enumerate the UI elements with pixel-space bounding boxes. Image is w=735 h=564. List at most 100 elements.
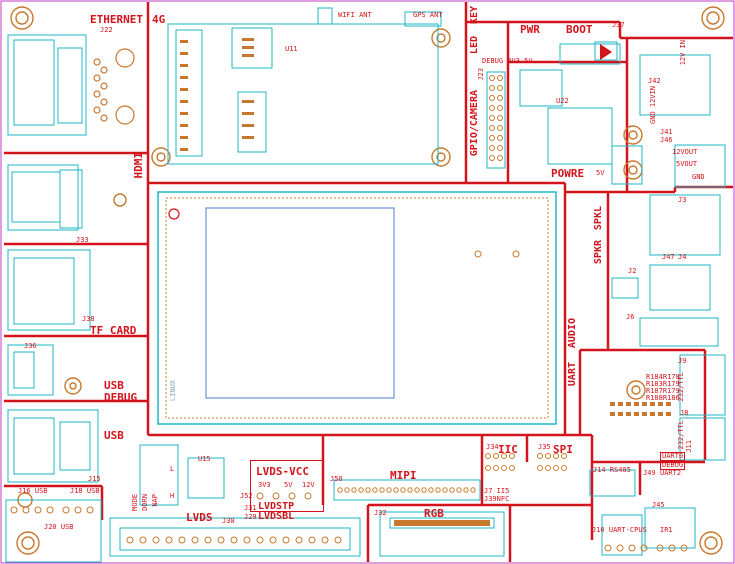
section-key: KEY <box>469 6 480 25</box>
section-pwr: PWR <box>520 23 540 36</box>
label-j29: J29 <box>244 513 257 521</box>
label-uart2: UART2 <box>660 469 682 477</box>
section-usb-debug-line2: DEBUG <box>104 391 138 404</box>
label-uart0-debug-line1: UART0 <box>660 452 686 461</box>
section-mipi: MIPI <box>390 469 417 482</box>
label-j3: J3 <box>678 196 687 204</box>
label-r-row1: R184R178 <box>646 373 680 381</box>
label-j45: J45 <box>652 501 665 509</box>
lvds-pin <box>230 536 238 544</box>
section-lvdsbl: LVDSBL <box>258 511 295 522</box>
mipi-pin <box>365 487 371 493</box>
label-j47: J47 <box>662 253 675 261</box>
lvds-pin <box>217 536 225 544</box>
mipi-pin <box>351 487 357 493</box>
label-j14-rs485: J14 RS485 <box>593 466 631 474</box>
label-j46: J46 <box>660 136 673 144</box>
lvds-vcc-box <box>250 460 324 512</box>
label-j16-usb: J16 USB <box>18 487 48 495</box>
lvds-pin <box>334 536 342 544</box>
section-spkr: SPKR <box>593 240 604 265</box>
label-j50: J50 <box>330 475 343 483</box>
label-j30: J30 <box>222 517 235 525</box>
label-j42: J42 <box>648 77 661 85</box>
label-12v-in: 12V IN <box>679 40 687 66</box>
label-gps-ant: GPS ANT <box>413 11 443 19</box>
mipi-pin <box>386 487 392 493</box>
section-uart: UART <box>567 362 578 387</box>
label-j39nfc: J39NFC <box>484 495 510 503</box>
label-j7-ii5: J7 II5 <box>484 487 510 495</box>
mipi-pin <box>358 487 364 493</box>
section-led: LED <box>469 36 480 55</box>
lvds-pin <box>308 536 316 544</box>
label-wifi-ant: WIFI ANT <box>338 11 372 19</box>
mipi-pin <box>435 487 441 493</box>
label-ddrn: DDRN <box>141 494 149 511</box>
label-j38: J38 <box>82 315 95 323</box>
label-5vout: 5VOUT <box>676 160 698 168</box>
lvds-pin <box>165 536 173 544</box>
label-5v: 5V <box>596 169 605 177</box>
section-boot: BOOT <box>566 23 593 36</box>
mipi-pin <box>442 487 448 493</box>
label-232-ttl-upper: 232/TTL <box>677 372 685 402</box>
mipi-pin <box>344 487 350 493</box>
label-j35: J35 <box>538 443 551 451</box>
section-tf-card: TF CARD <box>90 324 137 337</box>
lvds-pin <box>204 536 212 544</box>
section-iic: IIC <box>498 443 518 456</box>
label-j32: J32 <box>374 509 387 517</box>
label-gnd-12vin: GND 12VIN <box>649 86 657 124</box>
section-ethernet: ETHERNET <box>90 13 143 26</box>
lvds-pin <box>243 536 251 544</box>
label-j34: J34 <box>486 443 499 451</box>
mipi-pin <box>379 487 385 493</box>
mipi-pin <box>337 487 343 493</box>
label-j37: J37 <box>612 21 625 29</box>
section-gpio-camera: GPIO/CAMERA <box>469 90 480 157</box>
label-j6: J6 <box>626 313 635 321</box>
label-j31: J31 <box>244 504 257 512</box>
mipi-pin <box>421 487 427 493</box>
mipi-pin <box>449 487 455 493</box>
label-j49: J49 <box>643 469 656 477</box>
label-12vout: 12VOUT <box>672 148 698 156</box>
label-r-row3: R187R179 <box>646 387 680 395</box>
label-5v-lvds: 5V <box>284 481 293 489</box>
lvds-pin <box>321 536 329 544</box>
mipi-pin <box>372 487 378 493</box>
lvds-pin <box>269 536 277 544</box>
label-r-row2: R183R179 <box>646 380 680 388</box>
mipi-pin <box>463 487 469 493</box>
section-spkl: SPKL <box>593 206 604 231</box>
section-audio: AUDIO <box>567 318 578 349</box>
label-module-text: LINUX <box>169 380 177 402</box>
lvds-pin <box>178 536 186 544</box>
label-3v3: 3V3 <box>258 481 271 489</box>
label-j15: J15 <box>88 475 101 483</box>
label-j23: J23 <box>477 68 485 81</box>
label-j20-usb: J20 USB <box>44 523 74 531</box>
label-j2: J2 <box>628 267 637 275</box>
label-j52: J52 <box>240 492 253 500</box>
section-lvds-vcc: LVDS-VCC <box>256 465 309 478</box>
label-u22: U22 <box>556 97 569 105</box>
lvds-pin <box>191 536 199 544</box>
label-uart0-debug-line2: DEBUG <box>660 461 686 470</box>
label-l-mark: L <box>170 465 175 473</box>
lvds-pin <box>152 536 160 544</box>
label-j22: J22 <box>100 26 113 34</box>
mipi-pin <box>456 487 462 493</box>
label-232-ttl-lower: 232/TTL <box>677 420 685 450</box>
label-j33: J33 <box>76 236 89 244</box>
mipi-pin <box>393 487 399 493</box>
section-spi: SPI <box>553 443 573 456</box>
mipi-pin <box>470 487 476 493</box>
lvds-pin <box>126 536 134 544</box>
label-r-row4: R188R186 <box>646 394 680 402</box>
label-mode: MODE <box>131 494 139 511</box>
mipi-pin <box>428 487 434 493</box>
